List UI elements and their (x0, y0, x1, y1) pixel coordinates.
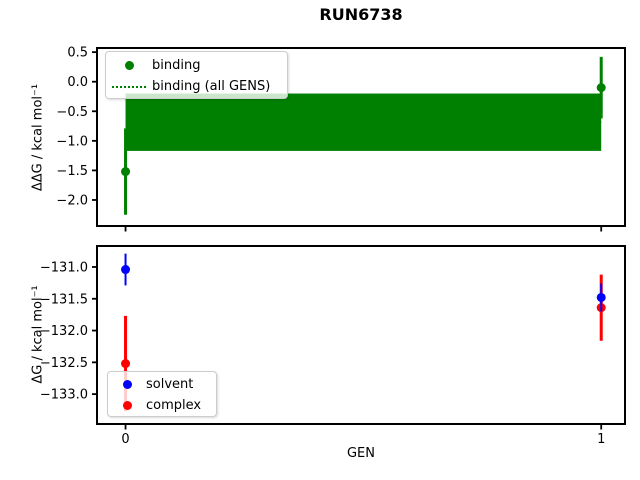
legend-label-complex: complex (146, 398, 202, 413)
y-tick-label: −0.5 (56, 105, 88, 120)
legend-marker-cell (108, 401, 146, 410)
legend-row-binding: binding (106, 55, 287, 76)
top-y-axis-label: ΔΔG / kcal mol⁻¹ (30, 83, 46, 192)
legend-binding: binding binding (all GENS) (105, 51, 288, 99)
binding-marker-icon (124, 61, 134, 70)
legend-row-binding-all-gens: binding (all GENS) (106, 76, 287, 97)
legend-row-solvent: solvent (108, 374, 216, 395)
y-tick-label: −132.5 (40, 356, 88, 371)
solvent-marker-icon (122, 380, 132, 389)
y-tick-label: −133.0 (40, 388, 88, 403)
y-tick-label: 0.0 (67, 75, 88, 90)
legend-label-binding: binding (152, 58, 201, 73)
binding-data-point (596, 83, 606, 93)
y-tick-label: −1.0 (56, 134, 88, 149)
bottom-plot-frame (96, 245, 626, 425)
legend-marker-cell (106, 61, 152, 70)
complex-data-point (121, 359, 131, 369)
y-tick-label: −1.5 (56, 164, 88, 179)
bottom-y-axis-label: ΔG / kcal mol⁻¹ (30, 285, 46, 384)
chart-title: RUN6738 (319, 5, 403, 24)
complex-marker-icon (122, 401, 132, 410)
y-tick-label: −2.0 (56, 193, 88, 208)
solvent-data-point (121, 265, 131, 275)
y-tick-label: 0.5 (67, 46, 88, 61)
legend-label-solvent: solvent (146, 377, 194, 392)
y-tick-label: −131.5 (40, 292, 88, 307)
y-tick-label: −132.0 (40, 324, 88, 339)
x-tick-label: 0 (121, 432, 129, 447)
solvent-data-point (596, 292, 606, 302)
binding-all-gens-line-icon (112, 85, 146, 88)
binding-data-point (121, 167, 131, 177)
top-plot-frame (96, 47, 626, 227)
legend-label-binding-all-gens: binding (all GENS) (152, 79, 271, 94)
legend-marker-cell (108, 380, 146, 389)
x-axis-label: GEN (346, 446, 375, 461)
legend-marker-cell (106, 85, 152, 88)
x-tick-label: 1 (597, 432, 605, 447)
legend-row-complex: complex (108, 395, 216, 416)
uncertainty-band (125, 93, 602, 151)
y-tick-label: −131.0 (40, 260, 88, 275)
legend-dg: solvent complex (107, 371, 217, 417)
